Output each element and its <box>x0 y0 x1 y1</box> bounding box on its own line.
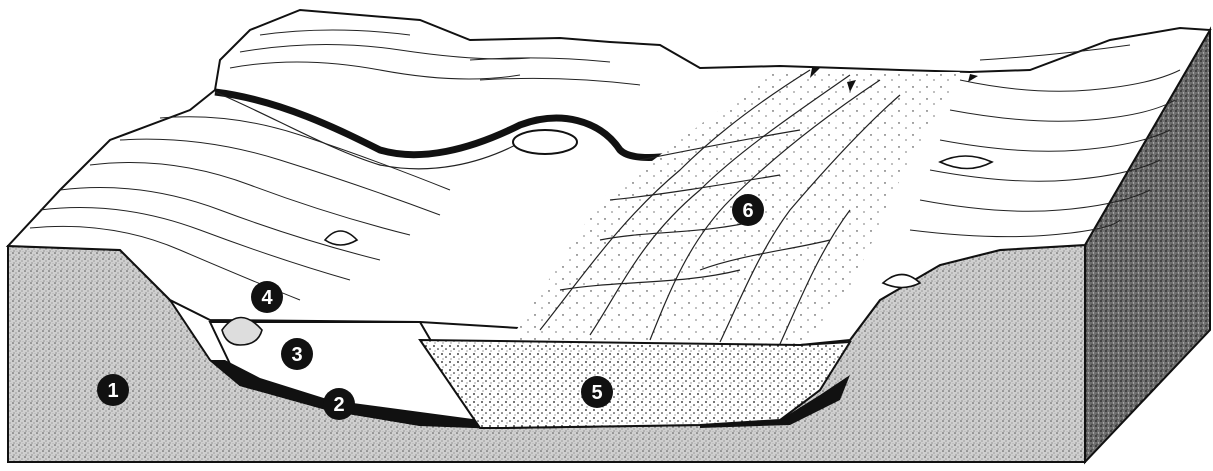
svg-text:2: 2 <box>333 394 344 416</box>
marker-1: 1 <box>97 374 129 406</box>
marker-3: 3 <box>281 338 313 370</box>
svg-text:1: 1 <box>107 380 118 402</box>
marker-5: 5 <box>581 376 613 408</box>
svg-text:4: 4 <box>261 287 273 309</box>
svg-text:5: 5 <box>591 382 602 404</box>
svg-text:3: 3 <box>291 344 302 366</box>
marker-6: 6 <box>732 194 764 226</box>
outwash-gravel-section <box>420 340 850 428</box>
marker-4: 4 <box>251 281 283 313</box>
tarn-lake <box>513 130 577 154</box>
svg-text:6: 6 <box>742 200 753 222</box>
marker-2: 2 <box>323 388 355 420</box>
